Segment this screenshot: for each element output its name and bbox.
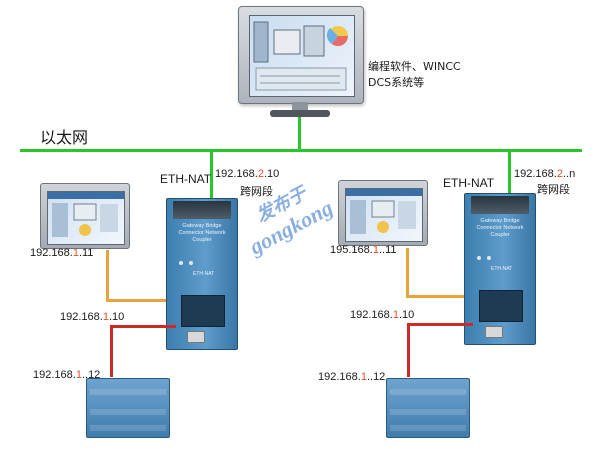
left-gateway-title: ETH-NAT — [160, 172, 212, 186]
left-hmi-screen — [47, 191, 125, 245]
left-plc-link-v — [110, 325, 113, 377]
gateway-top-connector — [173, 201, 231, 219]
right-eth-nat-gateway: Gateway Bridge Connector Network Coupler… — [464, 193, 536, 345]
right-hmi-link-h — [406, 295, 464, 298]
left-plc-link-h — [110, 325, 176, 328]
gateway-leds — [179, 261, 209, 266]
left-hmi-link-h — [106, 299, 168, 302]
left-plc — [86, 378, 170, 438]
workstation-monitor — [238, 6, 364, 104]
monitor-neck — [292, 102, 308, 110]
left-gateway-tag: ETH-NAT — [193, 271, 215, 277]
left-eth-nat-gateway: Gateway Bridge Connector Network Coupler… — [166, 198, 238, 350]
left-gateway-drop — [210, 150, 213, 200]
right-plc-link-v — [407, 323, 410, 377]
hmi-screen-icon — [346, 189, 422, 234]
gateway-ethernet-port — [181, 295, 225, 327]
workstation-label-1: 编程软件、WINCC — [368, 60, 461, 73]
monitor-base — [270, 110, 330, 117]
left-port-ip: 192.168.1.10 — [60, 311, 125, 323]
gateway-leds — [477, 256, 507, 261]
scada-graphic-icon — [253, 21, 348, 91]
left-gateway-text: Gateway Bridge Connector Network Coupler — [178, 223, 226, 243]
right-gateway-title: ETH-NAT — [443, 176, 495, 190]
gateway-power-port — [187, 331, 205, 343]
right-cross-segment: 跨网段 — [537, 183, 570, 196]
ethernet-bus — [20, 149, 582, 152]
right-hmi-link-v — [406, 248, 409, 296]
left-cross-segment: 跨网段 — [240, 185, 273, 198]
right-gateway-tag: ETH-NAT — [491, 266, 513, 272]
right-plc — [386, 378, 470, 438]
left-hmi-ip: 192.168.1.11 — [30, 247, 94, 259]
right-port-ip: 192.168.1.10 — [350, 309, 415, 321]
left-hmi-panel — [40, 183, 130, 249]
right-uplink-ip: 192.168.2..n — [514, 168, 576, 180]
gateway-power-port — [485, 326, 503, 338]
right-hmi-screen — [345, 188, 423, 242]
monitor-screen — [249, 15, 355, 97]
hmi-screen-icon — [48, 192, 124, 237]
network-label: 以太网 — [40, 128, 89, 147]
right-plc-ip: 192.168.1..12 — [318, 371, 386, 383]
right-plc-link-h — [407, 323, 473, 326]
gateway-top-connector — [471, 196, 529, 214]
workstation-label-2: DCS系统等 — [368, 76, 425, 89]
gateway-ethernet-port — [479, 290, 523, 322]
workstation-drop — [298, 117, 301, 150]
right-hmi-panel — [338, 180, 428, 246]
right-gateway-text: Gateway Bridge Connector Network Coupler — [476, 218, 524, 238]
left-uplink-ip: 192.168.2.10 — [215, 168, 280, 180]
right-hmi-ip: 195.168.1..11 — [330, 244, 397, 256]
left-hmi-link-v — [106, 250, 109, 300]
right-gateway-drop — [508, 150, 511, 195]
